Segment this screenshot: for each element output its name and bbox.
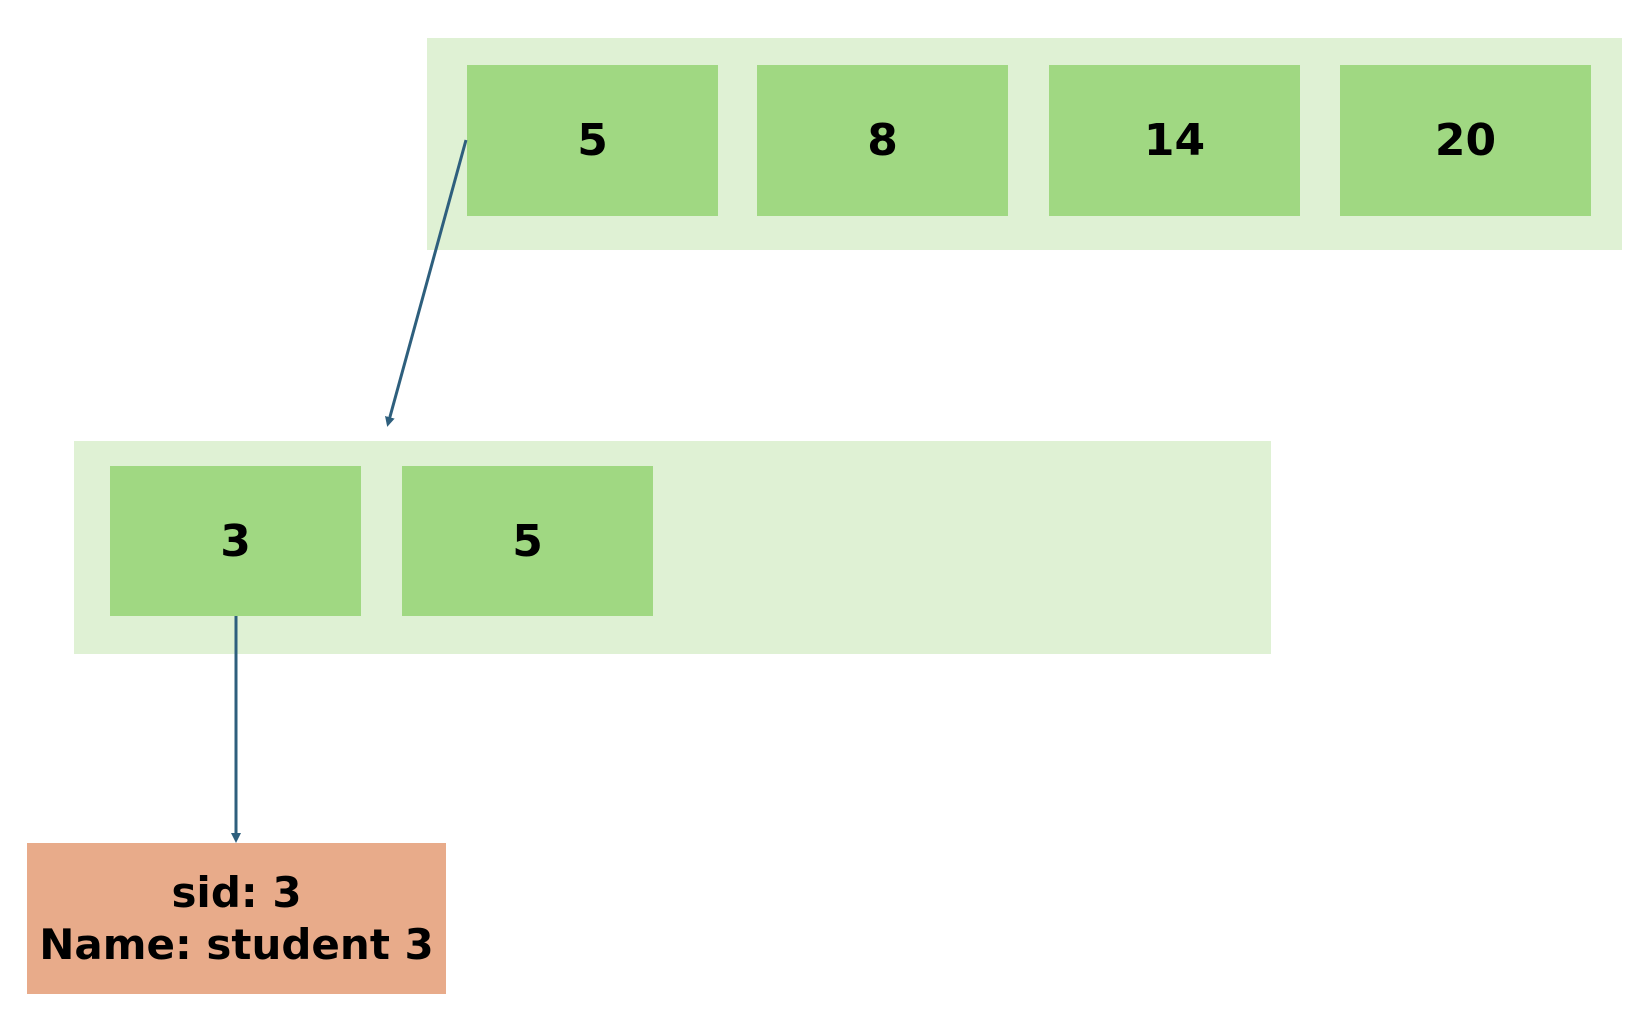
root-key-cell: 5 xyxy=(467,65,718,216)
root-key-cell: 14 xyxy=(1049,65,1300,216)
leaf-key-cell: 3 xyxy=(110,466,361,616)
root-key-cell: 20 xyxy=(1340,65,1591,216)
leaf-node: 3 5 xyxy=(74,441,1271,654)
root-key-cell: 8 xyxy=(757,65,1008,216)
root-node: 5 8 14 20 xyxy=(427,38,1622,250)
record-sid: sid: 3 xyxy=(171,867,302,917)
leaf-key-cell: 5 xyxy=(402,466,653,616)
record-name: Name: student 3 xyxy=(39,919,434,969)
student-record: sid: 3 Name: student 3 xyxy=(27,843,446,994)
